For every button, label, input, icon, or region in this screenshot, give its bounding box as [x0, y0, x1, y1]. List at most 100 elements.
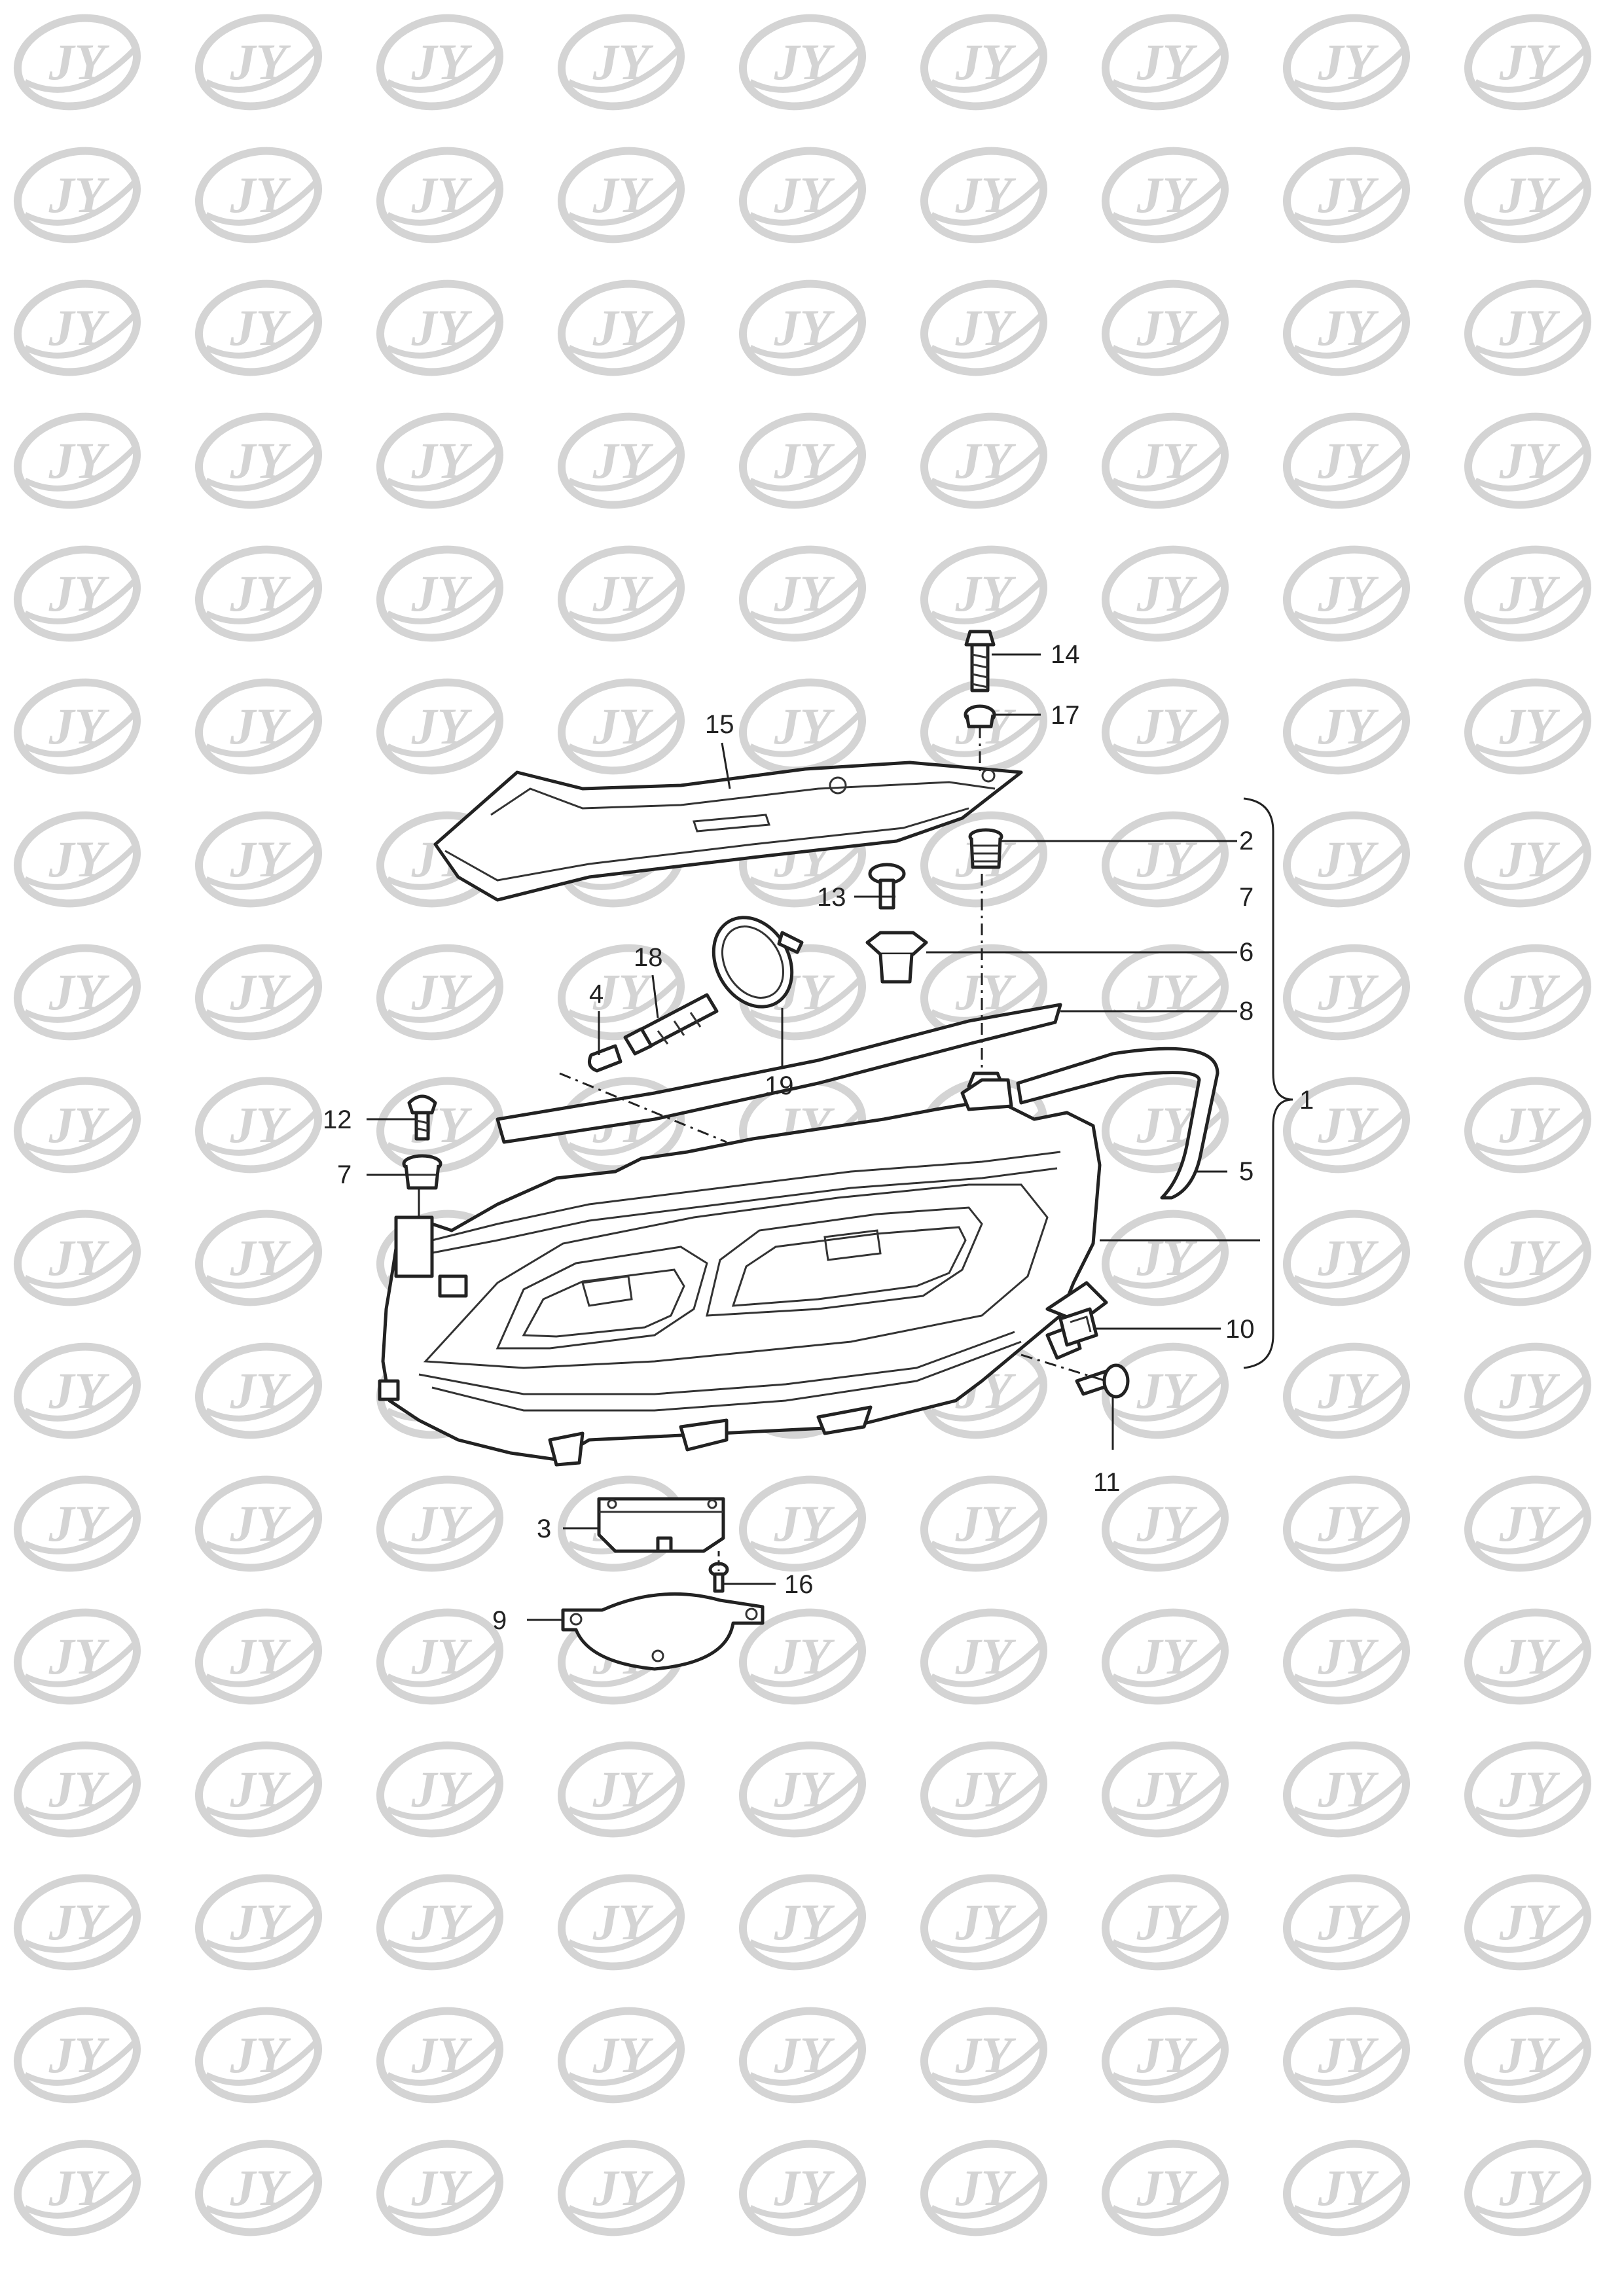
watermark-logo-text: JY: [1499, 2026, 1561, 2083]
watermark-logo-text: JY: [592, 166, 654, 223]
watermark-logo: JY: [1282, 944, 1411, 1041]
watermark-logo: JY: [13, 678, 141, 775]
watermark-logo-text: JY: [1318, 432, 1379, 489]
callout-2: 2: [1239, 827, 1254, 855]
expansion-nut-2: [968, 828, 1003, 869]
watermark-logo: JY: [557, 1741, 685, 1838]
nut-17: [964, 704, 996, 728]
watermark-logo: JY: [1464, 14, 1592, 111]
watermark-logo-text: JY: [411, 1495, 473, 1552]
watermark-logo-text: JY: [1318, 299, 1379, 356]
watermark-logo: JY: [557, 412, 685, 509]
curved-seal-5: [1016, 1047, 1219, 1200]
watermark-logo: JY: [920, 147, 1048, 243]
bolt-14: [964, 630, 996, 692]
watermark-logo: JY: [13, 1608, 141, 1705]
watermark-logo-text: JY: [48, 1893, 110, 1950]
watermark-logo-text: JY: [774, 1893, 835, 1950]
watermark-logo: JY: [1464, 147, 1592, 243]
watermark-logo-text: JY: [48, 33, 110, 90]
watermark-logo-text: JY: [230, 565, 291, 622]
watermark-logo-text: JY: [774, 1628, 835, 1685]
watermark-logo-text: JY: [48, 698, 110, 755]
watermark-logo: JY: [1101, 1475, 1229, 1572]
watermark-logo-text: JY: [48, 565, 110, 622]
watermark-logo: JY: [1464, 1741, 1592, 1838]
watermark-logo: JY: [1101, 678, 1229, 775]
watermark-logo-text: JY: [1318, 166, 1379, 223]
watermark-logo: JY: [13, 279, 141, 376]
watermark-logo: JY: [194, 1874, 323, 1971]
watermark-logo: JY: [920, 1475, 1048, 1572]
watermark-pattern: JY JY JY JY JY JY JY JY JY JY JY JY JY JY JY JY JY JY JY JY…: [13, 14, 1592, 2236]
watermark-logo: JY: [1464, 1077, 1592, 1174]
watermark-logo: JY: [1282, 14, 1411, 111]
watermark-logo-text: JY: [1318, 1761, 1379, 1818]
watermark-logo: JY: [920, 412, 1048, 509]
watermark-logo: JY: [920, 279, 1048, 376]
watermark-logo-text: JY: [774, 2026, 835, 2083]
upper-bracket: [433, 761, 1023, 902]
watermark-logo: JY: [738, 1741, 867, 1838]
watermark-logo: JY: [1282, 1475, 1411, 1572]
watermark-logo-text: JY: [48, 299, 110, 356]
watermark-logo: JY: [1101, 279, 1229, 376]
watermark-logo-text: JY: [230, 1229, 291, 1286]
watermark-logo-text: JY: [1318, 33, 1379, 90]
watermark-logo: JY: [376, 14, 504, 111]
watermark-logo-text: JY: [48, 1628, 110, 1685]
watermark-logo-text: JY: [955, 2026, 1017, 2083]
callout-4: 4: [589, 980, 604, 1009]
watermark-logo-text: JY: [592, 2026, 654, 2083]
watermark-logo-text: JY: [1318, 1362, 1379, 1419]
watermark-logo: JY: [1464, 678, 1592, 775]
watermark-logo-text: JY: [48, 1096, 110, 1153]
watermark-logo: JY: [557, 545, 685, 642]
watermark-logo: JY: [1282, 1608, 1411, 1705]
watermark-logo: JY: [920, 1608, 1048, 1705]
watermark-logo-text: JY: [1499, 166, 1561, 223]
watermark-logo-text: JY: [48, 1229, 110, 1286]
watermark-logo: JY: [1101, 811, 1229, 908]
watermark-logo-text: JY: [955, 565, 1017, 622]
callout-8: 8: [1239, 997, 1254, 1026]
watermark-logo: JY: [13, 412, 141, 509]
watermark-logo-text: JY: [774, 1761, 835, 1818]
watermark-logo: JY: [13, 1077, 141, 1174]
watermark-logo: JY: [1101, 2140, 1229, 2236]
watermark-logo-text: JY: [1136, 1362, 1198, 1419]
screw-13: [868, 863, 906, 910]
watermark-logo-text: JY: [411, 1628, 473, 1685]
watermark-logo-text: JY: [230, 963, 291, 1020]
watermark-logo: JY: [1464, 2007, 1592, 2104]
watermark-logo: JY: [1464, 545, 1592, 642]
watermark-logo: JY: [376, 147, 504, 243]
watermark-logo-text: JY: [1499, 1893, 1561, 1950]
watermark-logo: JY: [557, 147, 685, 243]
watermark-logo-text: JY: [774, 1495, 835, 1552]
watermark-logo-text: JY: [1318, 963, 1379, 1020]
watermark-logo: JY: [1464, 811, 1592, 908]
watermark-logo: JY: [376, 1874, 504, 1971]
callout-6: 6: [1239, 938, 1254, 967]
watermark-logo: JY: [1101, 147, 1229, 243]
callout-19: 19: [765, 1071, 794, 1100]
watermark-logo: JY: [1282, 1342, 1411, 1439]
watermark-logo: JY: [1464, 279, 1592, 376]
watermark-logo-text: JY: [774, 698, 835, 755]
watermark-logo: JY: [376, 1608, 504, 1705]
watermark-logo-text: JY: [774, 166, 835, 223]
watermark-logo-text: JY: [774, 432, 835, 489]
watermark-logo: JY: [376, 944, 504, 1041]
callout-labels: 14 17 15 2 7 13 6 18 4 19 8 1 12 7 5 10 …: [323, 640, 1314, 1635]
leader-lines: [367, 653, 1293, 1621]
watermark-logo: JY: [376, 2140, 504, 2236]
watermark-logo: JY: [1464, 1475, 1592, 1572]
lower-cover-9: [561, 1592, 765, 1671]
watermark-logo: JY: [376, 279, 504, 376]
watermark-logo: JY: [1282, 545, 1411, 642]
watermark-logo: JY: [738, 279, 867, 376]
ring-19: [712, 916, 804, 1009]
callout-11: 11: [1093, 1468, 1121, 1497]
watermark-logo: JY: [1101, 1874, 1229, 1971]
